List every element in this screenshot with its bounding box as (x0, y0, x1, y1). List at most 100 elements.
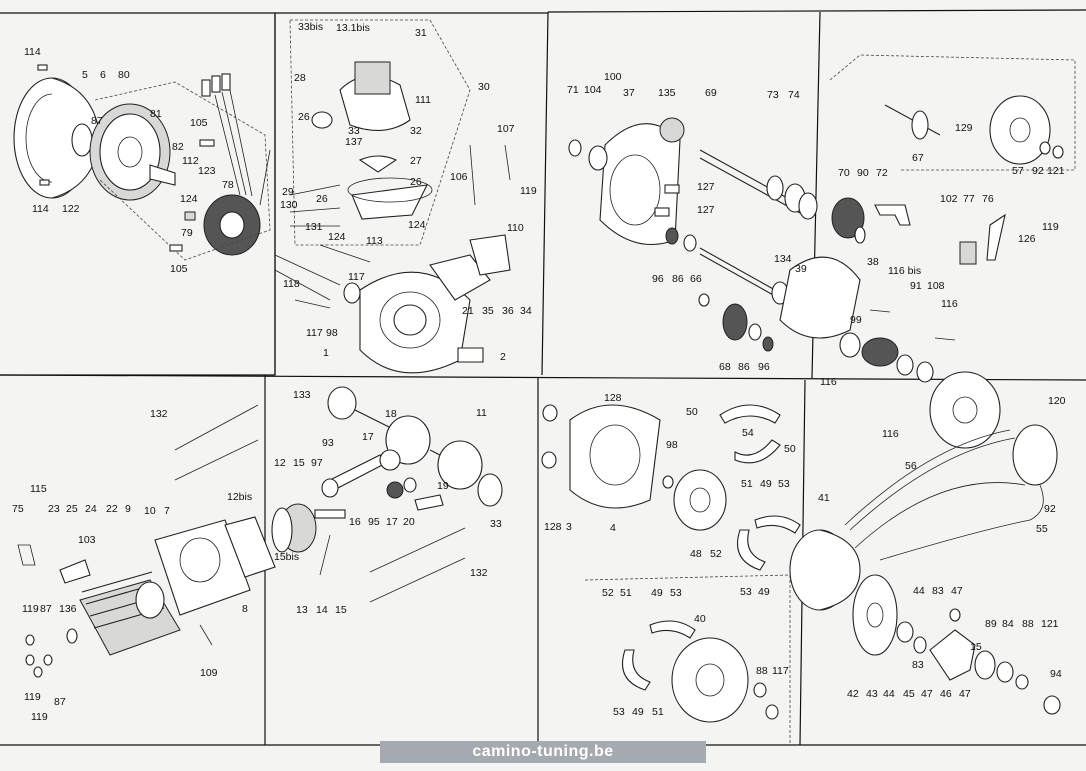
callout-p2-15: 131 (305, 221, 323, 233)
callout-p5-16: 119 (24, 691, 41, 703)
callout-p3-16: 86 (738, 361, 750, 373)
callout-p4-8: 129 (955, 122, 973, 134)
callout-p4-3: 102 (940, 193, 958, 205)
callout-p7-21: 49 (632, 706, 644, 718)
callout-p2-21: 117 (306, 327, 323, 339)
callout-p6-8: 16 (349, 516, 361, 528)
callout-p2-20: 118 (283, 278, 300, 290)
callout-p7-9: 49 (760, 478, 772, 490)
callout-p7-10: 53 (778, 478, 790, 490)
callout-p2-31: 119 (520, 185, 537, 197)
callout-p4-18: 99 (850, 314, 862, 326)
callout-p2-17: 113 (366, 235, 383, 247)
callout-p8-16: 45 (903, 688, 915, 700)
callout-p8-4: 92 (1044, 503, 1056, 515)
callout-p7-0: 128 (604, 392, 622, 404)
callout-p2-3: 28 (294, 72, 306, 84)
callout-p8-11: 88 (1022, 618, 1034, 630)
callout-p2-11: 26 (410, 176, 422, 188)
callout-p1-11: 124 (180, 193, 198, 205)
callout-p3-0: 71 (567, 84, 579, 96)
callout-p3-1: 104 (584, 84, 602, 96)
callout-p6-4: 17 (362, 431, 374, 443)
callout-p2-7: 33 (348, 125, 360, 137)
callout-p2-26: 36 (502, 305, 514, 317)
callout-p8-13: 42 (847, 688, 859, 700)
callout-p7-20: 53 (613, 706, 625, 718)
callout-p7-12: 52 (710, 548, 722, 560)
callout-p5-2: 75 (12, 503, 24, 515)
callout-p6-10: 17 (386, 516, 398, 528)
callout-p2-2: 31 (415, 27, 427, 39)
callout-p1-9: 123 (198, 165, 216, 177)
callout-p7-3: 50 (784, 443, 796, 455)
panel-2-carburettor-crankcase (274, 19, 511, 374)
callout-p7-2: 54 (742, 427, 754, 439)
callout-p2-24: 21 (462, 305, 474, 317)
panel-4-variator-forks (779, 54, 1076, 383)
callout-p5-11: 12bis (227, 491, 252, 503)
callout-p7-6: 3 (566, 521, 572, 533)
callout-p2-25: 35 (482, 305, 494, 317)
callout-p8-21: 15 (970, 641, 982, 653)
callout-p3-6: 73 (767, 89, 779, 101)
callout-p4-11: 92 (1032, 165, 1044, 177)
callout-p4-9: 67 (912, 152, 924, 164)
callout-p7-15: 52 (602, 587, 614, 599)
callout-p2-18: 124 (408, 219, 426, 231)
callout-p5-4: 25 (66, 503, 78, 515)
callout-p5-8: 10 (144, 505, 156, 517)
callout-p8-17: 47 (921, 688, 933, 700)
callout-p7-8: 51 (741, 478, 753, 490)
callout-p4-5: 76 (982, 193, 994, 205)
callout-p3-15: 68 (719, 361, 731, 373)
callout-p1-2: 6 (100, 69, 106, 81)
callout-p5-13: 119 (22, 603, 39, 615)
callout-p8-2: 41 (818, 492, 830, 504)
callout-p1-12: 79 (181, 227, 193, 239)
callout-p7-13: 53 (740, 586, 752, 598)
callout-p6-7: 97 (311, 457, 323, 469)
callout-p4-2: 72 (876, 167, 888, 179)
callout-p2-6: 26 (298, 111, 310, 123)
callout-p3-11: 86 (672, 273, 684, 285)
callout-p7-24: 117 (772, 665, 789, 677)
callout-p4-12: 121 (1047, 165, 1065, 177)
callout-p3-8: 127 (697, 181, 715, 193)
callout-p8-1: 56 (905, 460, 917, 472)
callout-p2-5: 111 (415, 94, 431, 106)
callout-p1-1: 5 (82, 69, 88, 81)
callout-p5-19: 119 (31, 711, 48, 723)
callout-p6-1: 18 (385, 408, 397, 420)
callout-p2-30: 110 (507, 222, 524, 234)
callout-p4-15: 91 (910, 280, 922, 292)
callout-p5-7: 9 (125, 503, 131, 515)
callout-p5-3: 23 (48, 503, 60, 515)
callout-p6-0: 133 (293, 389, 311, 401)
callout-p1-14: 122 (62, 203, 80, 215)
callout-p8-18: 46 (940, 688, 952, 700)
callout-p3-10: 96 (652, 273, 664, 285)
callout-p5-9: 7 (164, 505, 170, 517)
watermark-banner: camino-tuning.be (380, 741, 706, 763)
callout-p1-4: 87 (91, 115, 103, 127)
callout-p7-7: 4 (610, 522, 616, 534)
callout-p7-19: 40 (694, 613, 706, 625)
callout-p6-18: 132 (470, 567, 488, 579)
callout-p6-13: 33 (490, 518, 502, 530)
callout-p7-1: 50 (686, 406, 698, 418)
callout-p5-0: 132 (150, 408, 168, 420)
callout-p6-3: 93 (322, 437, 334, 449)
callout-p1-8: 112 (182, 155, 199, 167)
callout-p7-17: 49 (651, 587, 663, 599)
callout-p3-7: 74 (788, 89, 800, 101)
callout-p8-12: 121 (1041, 618, 1059, 630)
callout-p2-29: 106 (450, 171, 468, 183)
callout-p3-13: 134 (774, 253, 792, 265)
callout-p6-11: 20 (403, 516, 415, 528)
callout-p3-14: 39 (795, 263, 807, 275)
callout-p5-14: 87 (40, 603, 52, 615)
callout-p5-12: 8 (242, 603, 248, 615)
